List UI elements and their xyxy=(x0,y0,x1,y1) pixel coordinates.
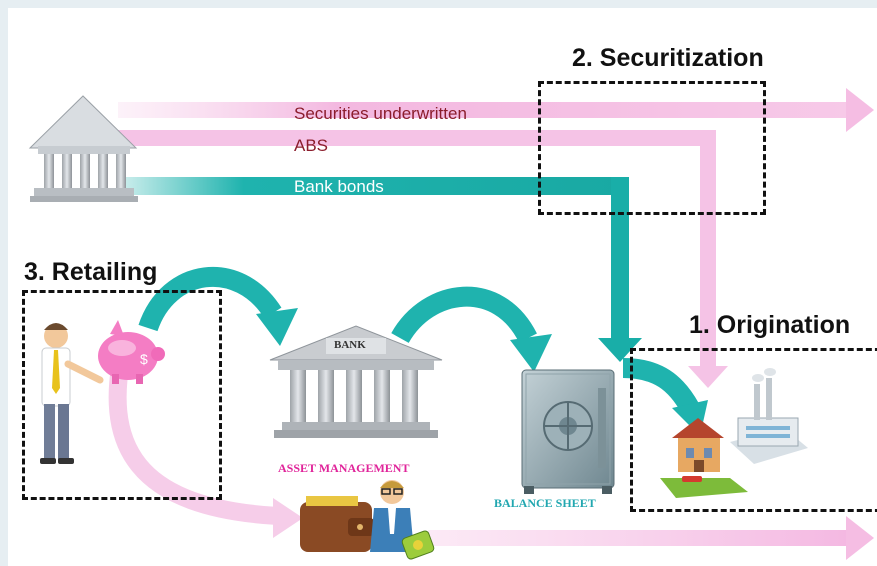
origination-box xyxy=(630,348,877,512)
person-icon xyxy=(40,323,104,464)
bank-to-balance-sheet-arrow xyxy=(391,286,552,372)
money-icon xyxy=(401,530,435,560)
svg-text:$: $ xyxy=(140,351,148,367)
house-icon xyxy=(660,418,748,498)
factory-icon xyxy=(730,368,808,464)
manager-icon xyxy=(370,480,414,552)
bank-icon xyxy=(269,325,443,438)
retailing-title: 3. Retailing xyxy=(24,258,158,286)
securities-underwritten-label: Securities underwritten xyxy=(294,104,467,123)
building-icon xyxy=(28,95,138,202)
securitization-box xyxy=(538,81,766,215)
asset-management-outflow-arrow xyxy=(428,516,874,560)
bank-bonds-arrow xyxy=(118,177,642,362)
abs-label: ABS xyxy=(294,136,329,155)
diagram-canvas: $ xyxy=(8,8,877,566)
wallet-icon xyxy=(300,496,374,552)
piggy-bank-icon: $ xyxy=(98,320,165,384)
bank-bonds-label: Bank bonds xyxy=(294,177,384,196)
securitization-title: 2. Securitization xyxy=(572,44,764,72)
retail-to-bank-arrow xyxy=(138,266,298,346)
asset-management-caption: ASSET MANAGEMENT xyxy=(278,461,410,475)
abs-arrow xyxy=(118,130,728,388)
vault-icon xyxy=(521,369,615,494)
flow-diagram: $ xyxy=(28,88,874,560)
securities-underwritten-arrow xyxy=(118,88,874,132)
origination-title: 1. Origination xyxy=(689,311,851,339)
retailing-box xyxy=(22,290,222,500)
balance-sheet-caption: BALANCE SHEET xyxy=(494,496,596,510)
bank-sign: BANK xyxy=(334,339,366,351)
